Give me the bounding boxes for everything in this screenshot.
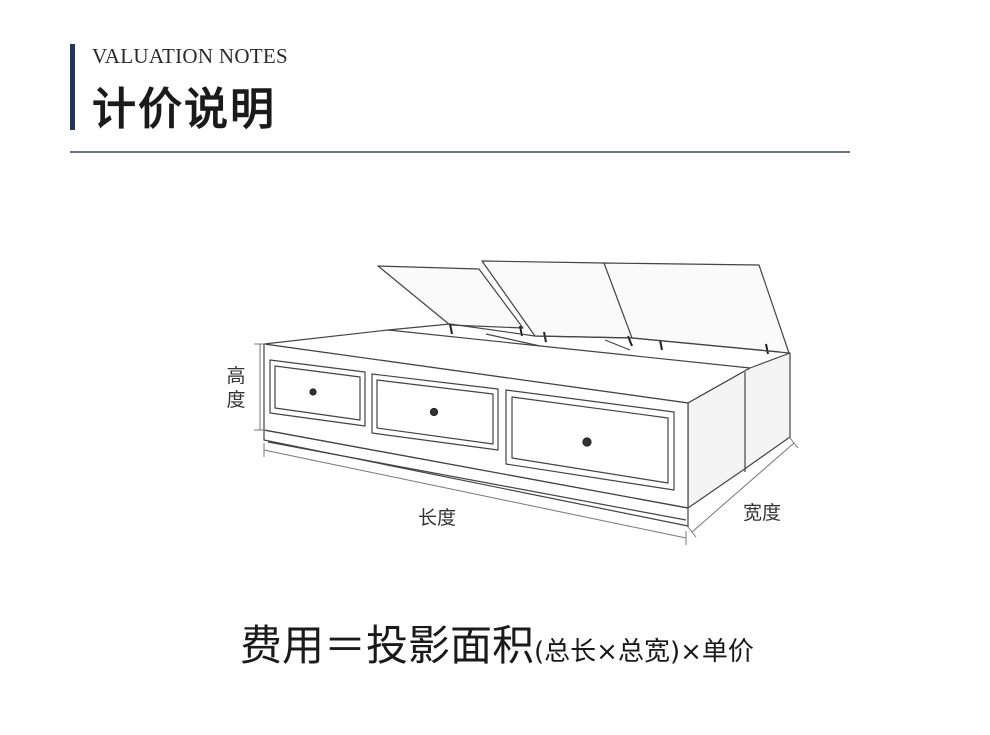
pricing-formula: 费用＝投影面积(总长×总宽)×单价	[240, 612, 754, 673]
lid-right	[603, 262, 790, 354]
title-english: VALUATION NOTES	[92, 44, 289, 68]
storage-bed-drawing	[254, 260, 799, 545]
width-label: 宽度	[743, 502, 782, 524]
formula-paren: (总长×总宽)	[534, 637, 681, 667]
height-label: 高度	[226, 365, 246, 411]
width-dim-line	[691, 442, 795, 533]
length-label: 长度	[418, 507, 457, 529]
formula-tail: ×单价	[680, 637, 754, 667]
formula-main: 费用＝投影面积	[240, 621, 535, 670]
length-dim-line	[263, 449, 687, 539]
page-title: 计价说明	[92, 84, 276, 135]
lid-left	[377, 265, 524, 329]
accent-bar	[70, 44, 75, 130]
header-divider	[70, 151, 850, 153]
